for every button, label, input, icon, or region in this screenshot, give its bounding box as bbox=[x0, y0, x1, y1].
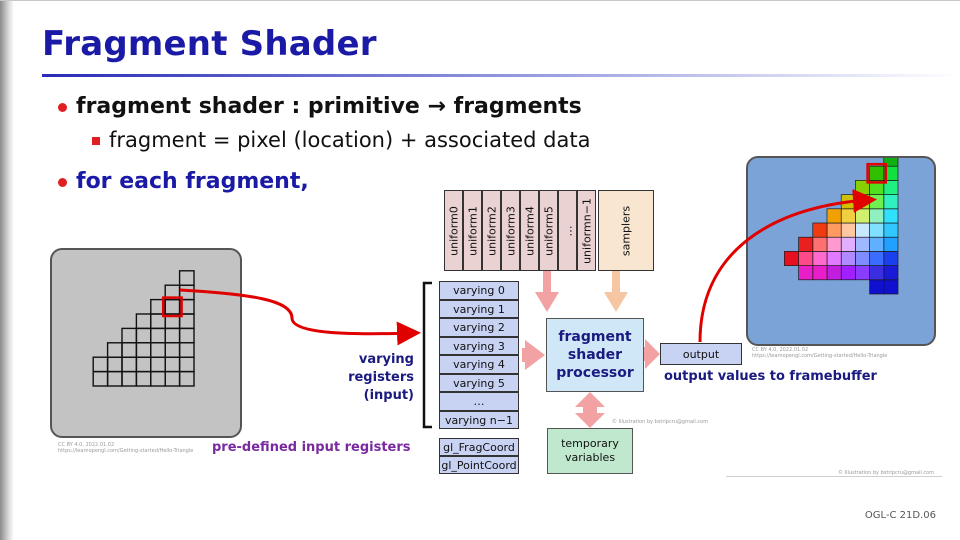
input-triangle-panel bbox=[50, 248, 242, 438]
grid-cell bbox=[121, 327, 138, 344]
highlight-square bbox=[866, 162, 888, 184]
temporary-bidirectional-arrow bbox=[575, 392, 605, 428]
bullet-dot bbox=[58, 178, 67, 187]
colored-grid-cell bbox=[784, 251, 799, 266]
colored-grid-cell bbox=[883, 158, 899, 167]
grid-cell bbox=[164, 284, 181, 301]
slide-title: Fragment Shader bbox=[42, 24, 377, 64]
cc-credit-right-1: CC BY 4.0, 2022.01.02 bbox=[752, 347, 809, 353]
colored-grid-cell bbox=[826, 208, 842, 224]
varying-bracket bbox=[422, 281, 432, 429]
uniform-register: uniformn−1 bbox=[577, 190, 596, 271]
varying-register: varying n−1 bbox=[439, 411, 519, 429]
temporary-label-line: variables bbox=[564, 451, 616, 464]
processor-label-line: fragment bbox=[558, 329, 632, 345]
footer-separator bbox=[726, 476, 942, 477]
varying-registers-label: varying registers (input) bbox=[296, 351, 414, 405]
cc-credit-left-2: https://learnopengl.com/Getting-started/… bbox=[58, 448, 194, 454]
bullet-text-b: fragments bbox=[453, 94, 582, 119]
uniform-register: uniform2 bbox=[482, 190, 501, 271]
temporary-variables-box: temporary variables bbox=[547, 428, 633, 474]
varying-register: … bbox=[439, 392, 519, 411]
varying-register: varying 3 bbox=[439, 337, 519, 355]
cc-credit-right-2: https://learnopengl.com/Getting-started/… bbox=[752, 353, 888, 359]
grid-cell bbox=[135, 313, 152, 330]
label-line: varying registers bbox=[348, 352, 414, 385]
slide-footer: OGL-C 21D.06 bbox=[864, 510, 936, 521]
output-values-label: output values to framebuffer bbox=[664, 369, 877, 384]
varying-register: varying 2 bbox=[439, 318, 519, 337]
sub-bullet-square bbox=[92, 137, 100, 145]
bullet-text: for each fragment, bbox=[76, 169, 309, 194]
colored-grid-cell bbox=[812, 222, 828, 238]
predefined-register: gl_FragCoord bbox=[439, 438, 519, 456]
predefined-register: gl_PointCoord bbox=[439, 456, 519, 474]
sub-bullet-text: fragment = pixel (location) + associated… bbox=[109, 128, 591, 152]
title-underline bbox=[42, 74, 960, 77]
slide-left-edge bbox=[0, 0, 14, 540]
varying-register: varying 4 bbox=[439, 355, 519, 374]
grid-cell bbox=[150, 298, 166, 315]
right-arrow-icon: → bbox=[427, 94, 446, 119]
sub-bullet-fragment-definition: fragment = pixel (location) + associated… bbox=[92, 128, 590, 152]
bullet-dot bbox=[58, 103, 67, 112]
bullet-fragment-shader: fragment shader : primitive → fragments bbox=[58, 94, 582, 119]
varying-register: varying 0 bbox=[439, 281, 519, 300]
uniform-down-arrow bbox=[535, 271, 559, 312]
label-line: (input) bbox=[363, 388, 414, 403]
processor-label-line: shader bbox=[567, 347, 623, 363]
samplers-register: samplers bbox=[598, 190, 654, 271]
uniform-register: uniform5 bbox=[539, 190, 558, 271]
temporary-label-line: temporary bbox=[561, 437, 619, 450]
bullet-for-each-fragment: for each fragment, bbox=[58, 169, 309, 194]
output-to-framebuffer-arrow bbox=[698, 188, 877, 343]
illustration-credit-center: © Illustration by bstripcru@gmail.com bbox=[612, 419, 709, 425]
colored-grid-cell bbox=[798, 236, 814, 252]
uniform-register: uniform0 bbox=[444, 190, 463, 271]
highlight-square bbox=[161, 296, 183, 318]
varying-register: varying 5 bbox=[439, 374, 519, 392]
output-triangle-panel bbox=[746, 156, 936, 346]
grid-cell bbox=[106, 342, 123, 358]
predefined-registers-label: pre-defined input registers bbox=[212, 440, 411, 455]
colored-grid-cell bbox=[869, 165, 885, 181]
slide-top-line bbox=[0, 0, 960, 1]
fragment-grid-outline bbox=[92, 270, 195, 387]
uniform-register: uniform1 bbox=[463, 190, 482, 271]
uniform-register: uniform3 bbox=[501, 190, 520, 271]
fragment-grid-colored bbox=[784, 158, 899, 295]
sampler-down-arrow bbox=[604, 271, 628, 312]
fragment-shader-processor: fragment shader processor bbox=[546, 318, 644, 392]
varying-right-arrow bbox=[522, 340, 545, 370]
fragment-to-input-arrow bbox=[179, 288, 421, 346]
illustration-credit-right: © Illustration by bstripcru@gmail.com bbox=[838, 470, 935, 476]
bullet-text-a: fragment shader : primitive bbox=[76, 94, 420, 119]
cc-credit-left-1: CC BY 4.0, 2022.01.02 bbox=[58, 442, 115, 448]
grid-cell bbox=[92, 356, 109, 373]
uniform-register: uniform4 bbox=[520, 190, 539, 271]
processor-to-output-arrow bbox=[644, 339, 660, 369]
output-register: output bbox=[660, 343, 742, 365]
processor-label-line: processor bbox=[556, 365, 634, 381]
uniform-register: … bbox=[558, 190, 577, 271]
grid-cell bbox=[178, 270, 195, 286]
varying-register: varying 1 bbox=[439, 300, 519, 318]
